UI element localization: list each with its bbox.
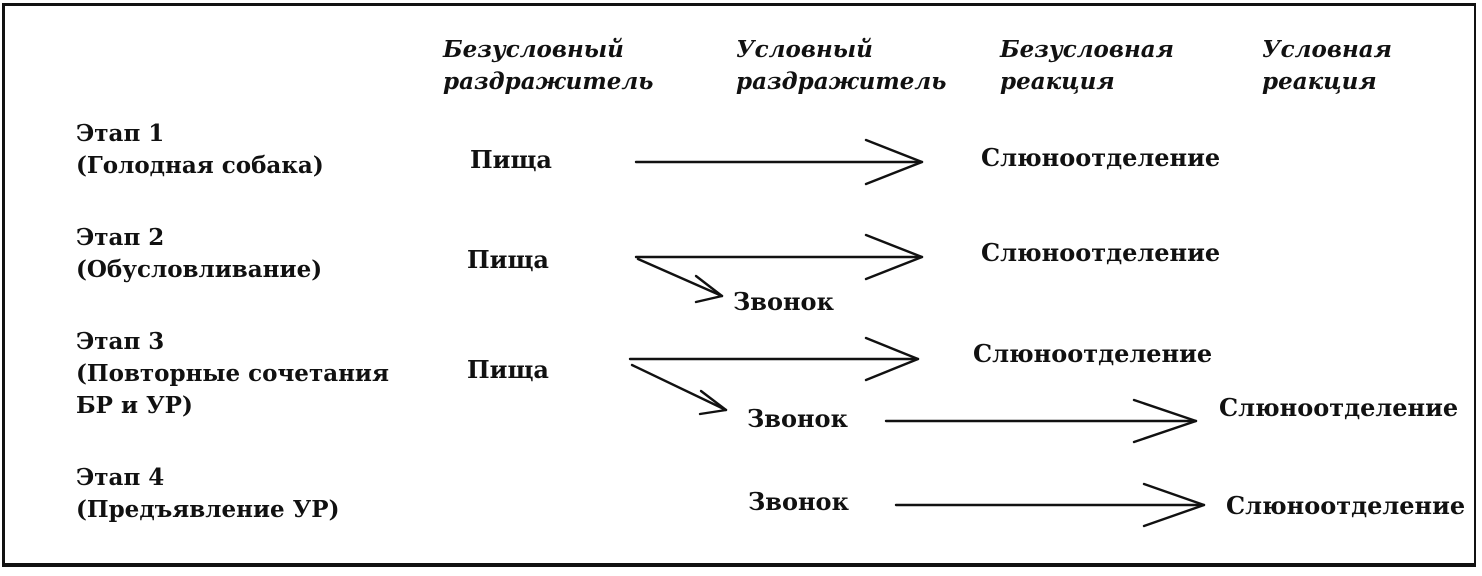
header-unconditioned-stimulus: Безусловный раздражитель bbox=[443, 34, 653, 98]
arrow-stage-4-bell-to-salivation bbox=[894, 482, 1206, 528]
stage-1-unconditioned-response: Слюноотделение bbox=[981, 143, 1221, 172]
stage-4-conditioned-stimulus: Звонок bbox=[748, 487, 849, 516]
header-line: Условная bbox=[1262, 36, 1392, 63]
stage-subtitle: (Обусловливание) bbox=[76, 256, 323, 283]
stage-title: Этап 2 bbox=[76, 224, 165, 251]
stage-4-conditioned-response: Слюноотделение bbox=[1226, 491, 1466, 520]
stage-1-unconditioned-stimulus: Пища bbox=[470, 145, 552, 174]
arrow-stage-2-food-to-bell bbox=[636, 257, 724, 304]
stage-2-conditioned-stimulus: Звонок bbox=[733, 287, 834, 316]
arrow-stage-3-bell-to-salivation bbox=[884, 398, 1198, 444]
stage-3-unconditioned-stimulus: Пища bbox=[467, 355, 549, 384]
arrow-stage-1-food-to-salivation bbox=[634, 138, 924, 186]
stage-3-label: Этап 3 (Повторные сочетания БР и УР) bbox=[76, 326, 389, 422]
stage-subtitle: (Голодная собака) bbox=[76, 152, 324, 179]
stage-3-conditioned-stimulus: Звонок bbox=[747, 404, 848, 433]
stage-title: Этап 3 bbox=[76, 328, 165, 355]
stage-1-label: Этап 1 (Голодная собака) bbox=[76, 118, 324, 182]
arrow-stage-3-food-to-salivation bbox=[628, 336, 920, 382]
header-line: реакция bbox=[1262, 68, 1377, 95]
header-line: раздражитель bbox=[443, 68, 654, 95]
arrow-stage-3-food-to-bell bbox=[630, 363, 728, 416]
header-line: Условный bbox=[736, 36, 873, 63]
header-conditioned-stimulus: Условный раздражитель bbox=[736, 34, 946, 98]
stage-3-unconditioned-response: Слюноотделение bbox=[973, 339, 1213, 368]
stage-4-label: Этап 4 (Предъявление УР) bbox=[76, 462, 340, 526]
header-conditioned-response: Условная реакция bbox=[1262, 34, 1392, 98]
header-line: Безусловная bbox=[1000, 36, 1174, 63]
stage-3-conditioned-response: Слюноотделение bbox=[1219, 393, 1459, 422]
stage-subtitle: БР и УР) bbox=[76, 392, 193, 419]
stage-title: Этап 4 bbox=[76, 464, 165, 491]
header-line: Безусловный bbox=[443, 36, 624, 63]
diagram-frame bbox=[2, 3, 1476, 567]
stage-2-label: Этап 2 (Обусловливание) bbox=[76, 222, 322, 286]
stage-2-unconditioned-response: Слюноотделение bbox=[981, 238, 1221, 267]
arrow-stage-2-food-to-salivation bbox=[634, 233, 924, 281]
stage-subtitle: (Повторные сочетания bbox=[76, 360, 389, 387]
stage-subtitle: (Предъявление УР) bbox=[76, 496, 340, 523]
stage-2-unconditioned-stimulus: Пища bbox=[467, 245, 549, 274]
header-unconditioned-response: Безусловная реакция bbox=[1000, 34, 1174, 98]
header-line: реакция bbox=[1000, 68, 1115, 95]
header-line: раздражитель bbox=[736, 68, 947, 95]
stage-title: Этап 1 bbox=[76, 120, 165, 147]
